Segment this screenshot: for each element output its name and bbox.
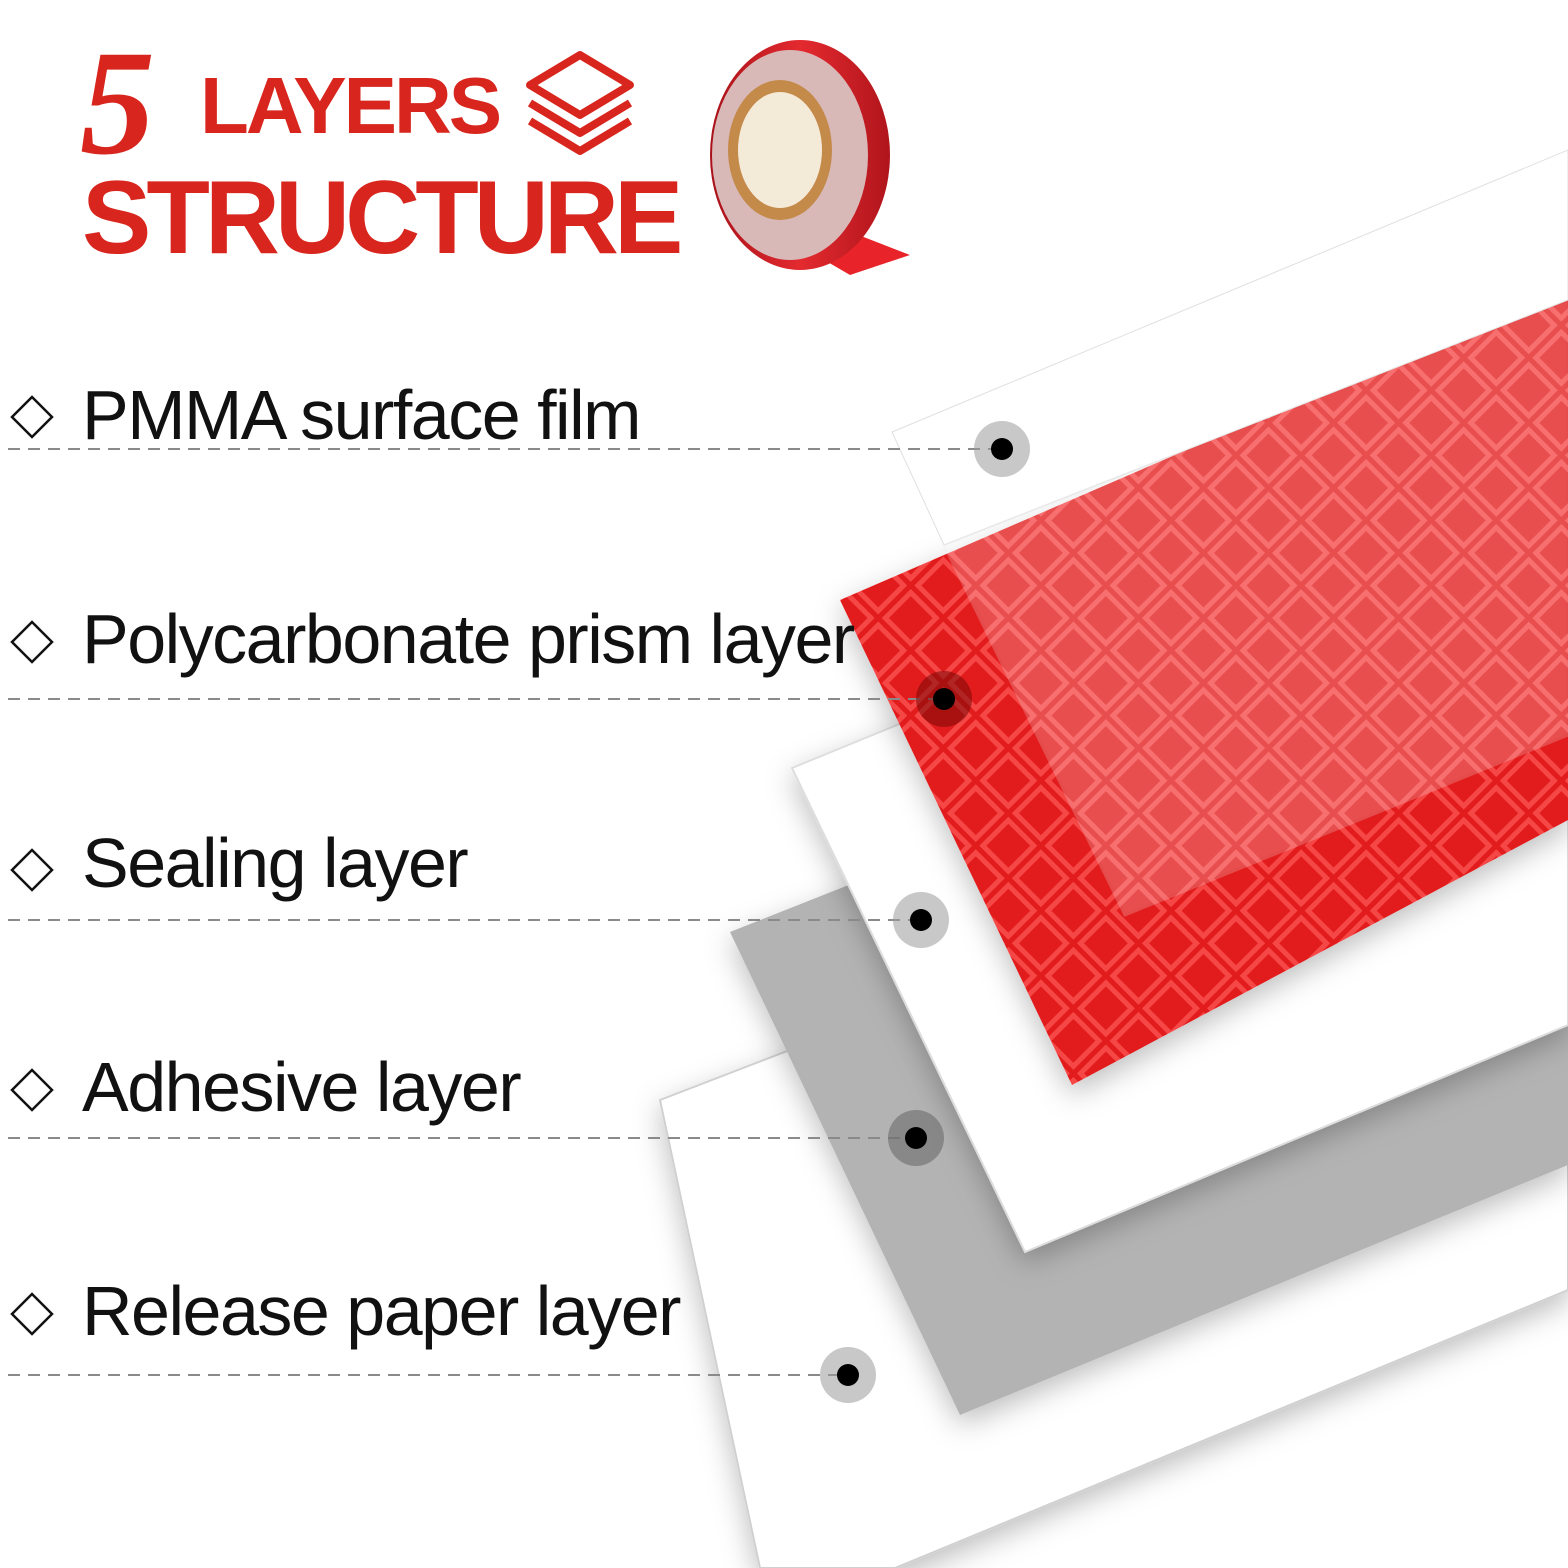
layer-label-release: Release paper layer [82,1272,681,1350]
reflective-tape-roll [710,40,910,275]
pmma-film-sheet [891,149,1568,917]
diamond-outline-icon [10,1068,54,1112]
header-number: 5 [80,20,155,186]
layers-stack-icon [526,51,634,155]
header-word-layers: LAYERS [200,61,502,150]
diamond-outline-icon [10,848,54,892]
diamond-outline-icon [10,1292,54,1336]
layer-label-adhesive: Adhesive layer [82,1048,522,1126]
diamond-outline-icon [10,395,54,439]
polycarbonate-prism-sheet [840,285,1568,1085]
dot-marker-icon [974,421,1030,477]
layer-label-pmma: PMMA surface film [82,376,641,454]
dot-marker-icon [893,892,949,948]
header-word-structure: STRUCTURE [82,160,683,276]
layer-label-sealing: Sealing layer [82,824,469,902]
diamond-outline-icon [10,620,54,664]
dot-marker-icon [820,1347,876,1403]
layer-label-polycarbonate: Polycarbonate prism layer [82,600,855,678]
dot-marker-icon [888,1110,944,1166]
dot-marker-icon [916,671,972,727]
